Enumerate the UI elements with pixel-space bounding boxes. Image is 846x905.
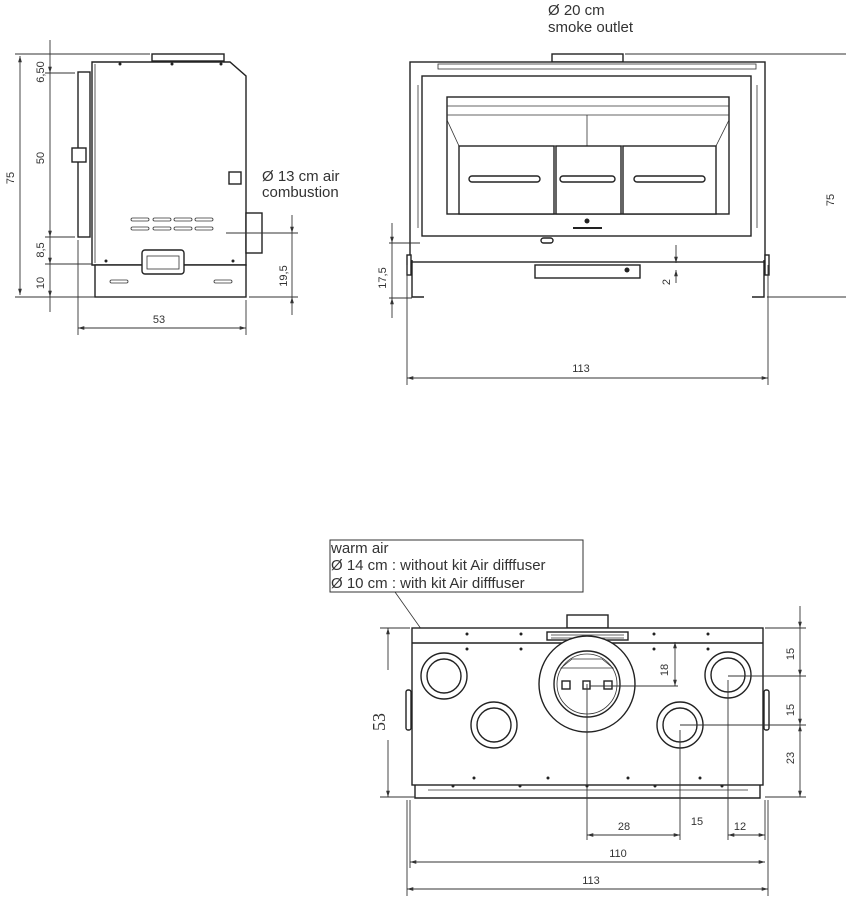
dim-front-leg-height: 17,5 xyxy=(377,267,389,288)
dim-side-lower: 8,5 xyxy=(35,242,47,257)
dim-top-smoke-offset: 18 xyxy=(659,664,671,676)
front-base-box xyxy=(534,264,641,279)
front-view: Ø 20 cm smoke outlet 75 xyxy=(377,2,846,385)
top-view: warm air Ø 14 cm : without kit Air difff… xyxy=(329,539,806,896)
brand-logo-icon xyxy=(584,218,590,224)
dim-side-top: 6,50 xyxy=(35,61,47,82)
side-view: 75 6,50 50 8,5 10 53 19,5 Ø 13 cm air co… xyxy=(5,40,340,335)
legend-10cm: Ø 10 cm : with kit Air difffuser xyxy=(331,575,525,592)
dim-side-depth: 53 xyxy=(153,314,165,326)
dim-top-depth: 53 xyxy=(369,713,389,731)
dim-top-110: 110 xyxy=(609,848,627,860)
top-plate xyxy=(151,53,225,62)
dim-top-12: 12 xyxy=(734,821,746,833)
dim-side-total-height: 75 xyxy=(5,172,17,184)
dim-top-113: 113 xyxy=(582,875,600,887)
smoke-outlet xyxy=(551,53,624,63)
dim-top-15: 15 xyxy=(691,816,703,828)
leg-right xyxy=(752,260,765,298)
dim-front-gap: 2 xyxy=(661,279,673,285)
air-combustion-label: Ø 13 cm air xyxy=(262,168,340,185)
smoke-outlet-label-2: smoke outlet xyxy=(548,19,634,36)
dim-front-width: 113 xyxy=(572,363,590,375)
legend-14cm: Ø 14 cm : without kit Air difffuser xyxy=(331,557,546,574)
legend-warm-air: warm air xyxy=(330,540,389,557)
air-combustion-label-2: combustion xyxy=(262,184,339,201)
vent-slots xyxy=(130,217,214,231)
dim-top-right-15a: 15 xyxy=(785,648,797,660)
smoke-outlet-label: Ø 20 cm xyxy=(548,2,605,19)
dim-top-right-23: 23 xyxy=(785,752,797,764)
dim-side-air-height: 19,5 xyxy=(278,265,290,286)
side-body xyxy=(91,61,247,266)
dim-top-right-15b: 15 xyxy=(785,704,797,716)
warm-air-outlet-1 xyxy=(420,652,468,700)
dim-side-base: 10 xyxy=(35,277,47,289)
dim-front-height: 75 xyxy=(825,194,837,206)
warm-air-legend: warm air Ø 14 cm : without kit Air difff… xyxy=(329,539,584,593)
leg-left xyxy=(411,260,424,298)
dim-side-door: 50 xyxy=(35,152,47,164)
warm-air-outlet-2 xyxy=(470,701,518,749)
handle xyxy=(141,249,185,275)
smoke-stub xyxy=(566,614,609,629)
dim-top-28: 28 xyxy=(618,821,630,833)
